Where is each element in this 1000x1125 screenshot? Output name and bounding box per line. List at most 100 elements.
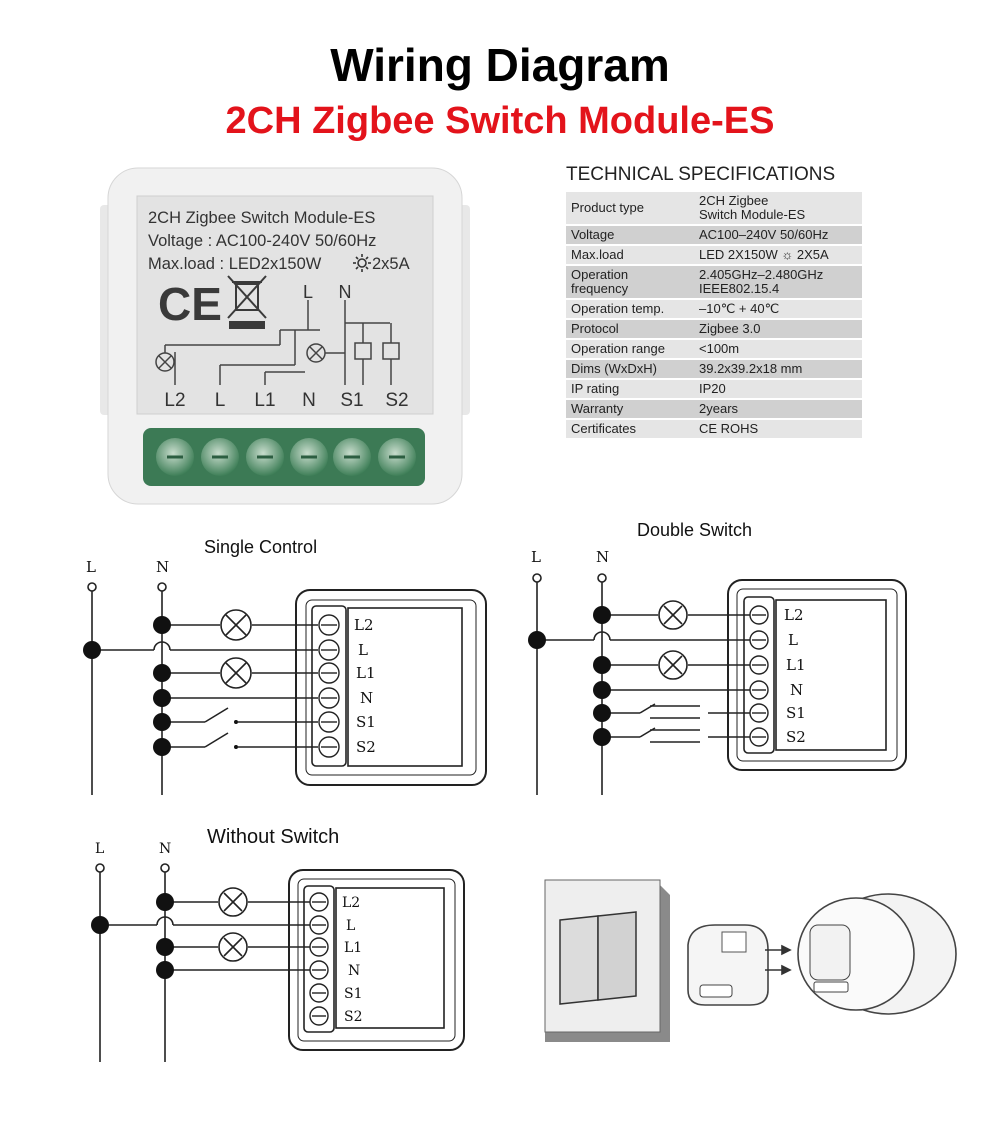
spec-value: CE ROHS [694,420,862,438]
double-switch-screws [749,605,769,747]
single-control-diagram [87,582,487,795]
without-terminal-label: S1 [344,986,363,1002]
spec-value: <100m [694,340,862,358]
spec-value: IP20 [694,380,862,398]
double-terminal-label: N [790,681,803,699]
module-terminal-label: S1 [340,390,363,411]
double-switch-label: Double Switch [637,520,753,540]
spec-value: 2years [694,400,862,418]
double-switch-dots [528,606,611,746]
without-terminal-label: N [348,963,360,979]
page-subtitle: 2CH Zigbee Switch Module-ES [225,100,775,142]
weee-bin-icon [227,275,267,329]
double-terminal-label: S2 [786,728,806,746]
spec-value: –10℃ + 40℃ [694,300,862,318]
double-switch-lamps [658,600,688,680]
double-switch-diagram [532,573,907,795]
spec-row: Dims (WxDxH)39.2x39.2x18 mm [566,360,862,378]
without-switch-label: Without Switch [207,826,340,848]
module-schematic [155,300,400,385]
spec-key: Operation temp. [566,300,694,318]
single-control-screws [318,614,340,758]
module-product-image: CE L N L2 L L1 [100,167,470,505]
without-terminal-label: L1 [344,940,362,956]
without-switch-diagram [95,863,465,1062]
module-terminal-label: S2 [385,390,408,411]
without-n-label: N [159,841,171,857]
double-terminal-label: S1 [786,704,806,722]
spec-key: Warranty [566,400,694,418]
spec-key: Certificates [566,420,694,438]
module-top-terminal-label: L [303,282,313,302]
lamp-sun-icon [353,254,371,272]
page-title: Wiring Diagram [330,39,670,91]
module-label-line: Max.load : LED2x150W [148,255,322,273]
without-l-label: L [95,841,104,857]
without-terminal-label: L2 [342,895,360,911]
without-terminal-label: L [346,918,355,934]
single-control-label: Single Control [204,537,318,557]
single-l-label: L [86,558,96,576]
single-terminal-label: S1 [356,713,376,731]
spec-key: Dims (WxDxH) [566,360,694,378]
without-switch-screws [309,892,329,1026]
double-l-label: L [531,548,541,566]
spec-key: Voltage [566,226,694,244]
spec-row: Operation range<100m [566,340,862,358]
spec-key: Protocol [566,320,694,338]
single-control-lamps [220,609,252,689]
spec-value: 39.2x39.2x18 mm [694,360,862,378]
without-terminal-label: S2 [344,1009,363,1025]
module-top-terminal-label: N [339,282,352,302]
single-terminal-label: L2 [354,616,374,634]
spec-row: Certificates CE ROHS [566,420,862,438]
double-terminal-label: L2 [784,606,804,624]
module-terminal-label: L2 [164,390,185,411]
spec-value: 2.405GHz–2.480GHz IEEE802.15.4 [694,266,862,298]
spec-key: Operation frequency [566,266,694,298]
installation-illustration [544,879,957,1042]
specs-title: TECHNICAL SPECIFICATIONS [566,164,836,185]
double-terminal-label: L [788,631,798,649]
double-n-label: N [596,548,609,566]
module-terminal-label: N [302,390,316,411]
module-terminal-label: L [215,390,226,411]
spec-value: Zigbee 3.0 [694,320,862,338]
spec-value: AC100–240V 50/60Hz [694,226,862,244]
double-terminal-label: L1 [786,656,806,674]
spec-key: IP rating [566,380,694,398]
wall-box-icon [797,893,957,1015]
spec-key: Operation range [566,340,694,358]
without-switch-lamps [218,887,248,962]
arrow-right-icon [765,944,792,976]
module-label-line: 2x5A [372,255,410,273]
single-n-label: N [156,558,169,576]
without-switch-dots [91,893,174,979]
single-terminal-label: S2 [356,738,376,756]
ce-mark: CE [158,278,222,330]
module-label-line: Voltage : AC100-240V 50/60Hz [148,232,376,250]
spec-value: 2CH Zigbee Switch Module-ES [694,192,862,224]
single-terminal-label: L1 [356,664,376,682]
wall-switch-icon [544,879,670,1042]
module-label-line: 2CH Zigbee Switch Module-ES [148,209,375,227]
spec-key: Max.load [566,246,694,264]
spec-key: Product type [566,192,694,224]
spec-value: LED 2X150W ☼ 2X5A [694,246,862,264]
spec-row: Operation temp.–10℃ + 40℃ [566,300,862,318]
single-terminal-label: N [360,689,373,707]
terminal-screws [156,438,416,476]
module-terminal-label: L1 [254,390,275,411]
single-terminal-label: L [358,641,368,659]
single-control-dots [83,616,238,756]
module-small-icon [687,924,769,1006]
